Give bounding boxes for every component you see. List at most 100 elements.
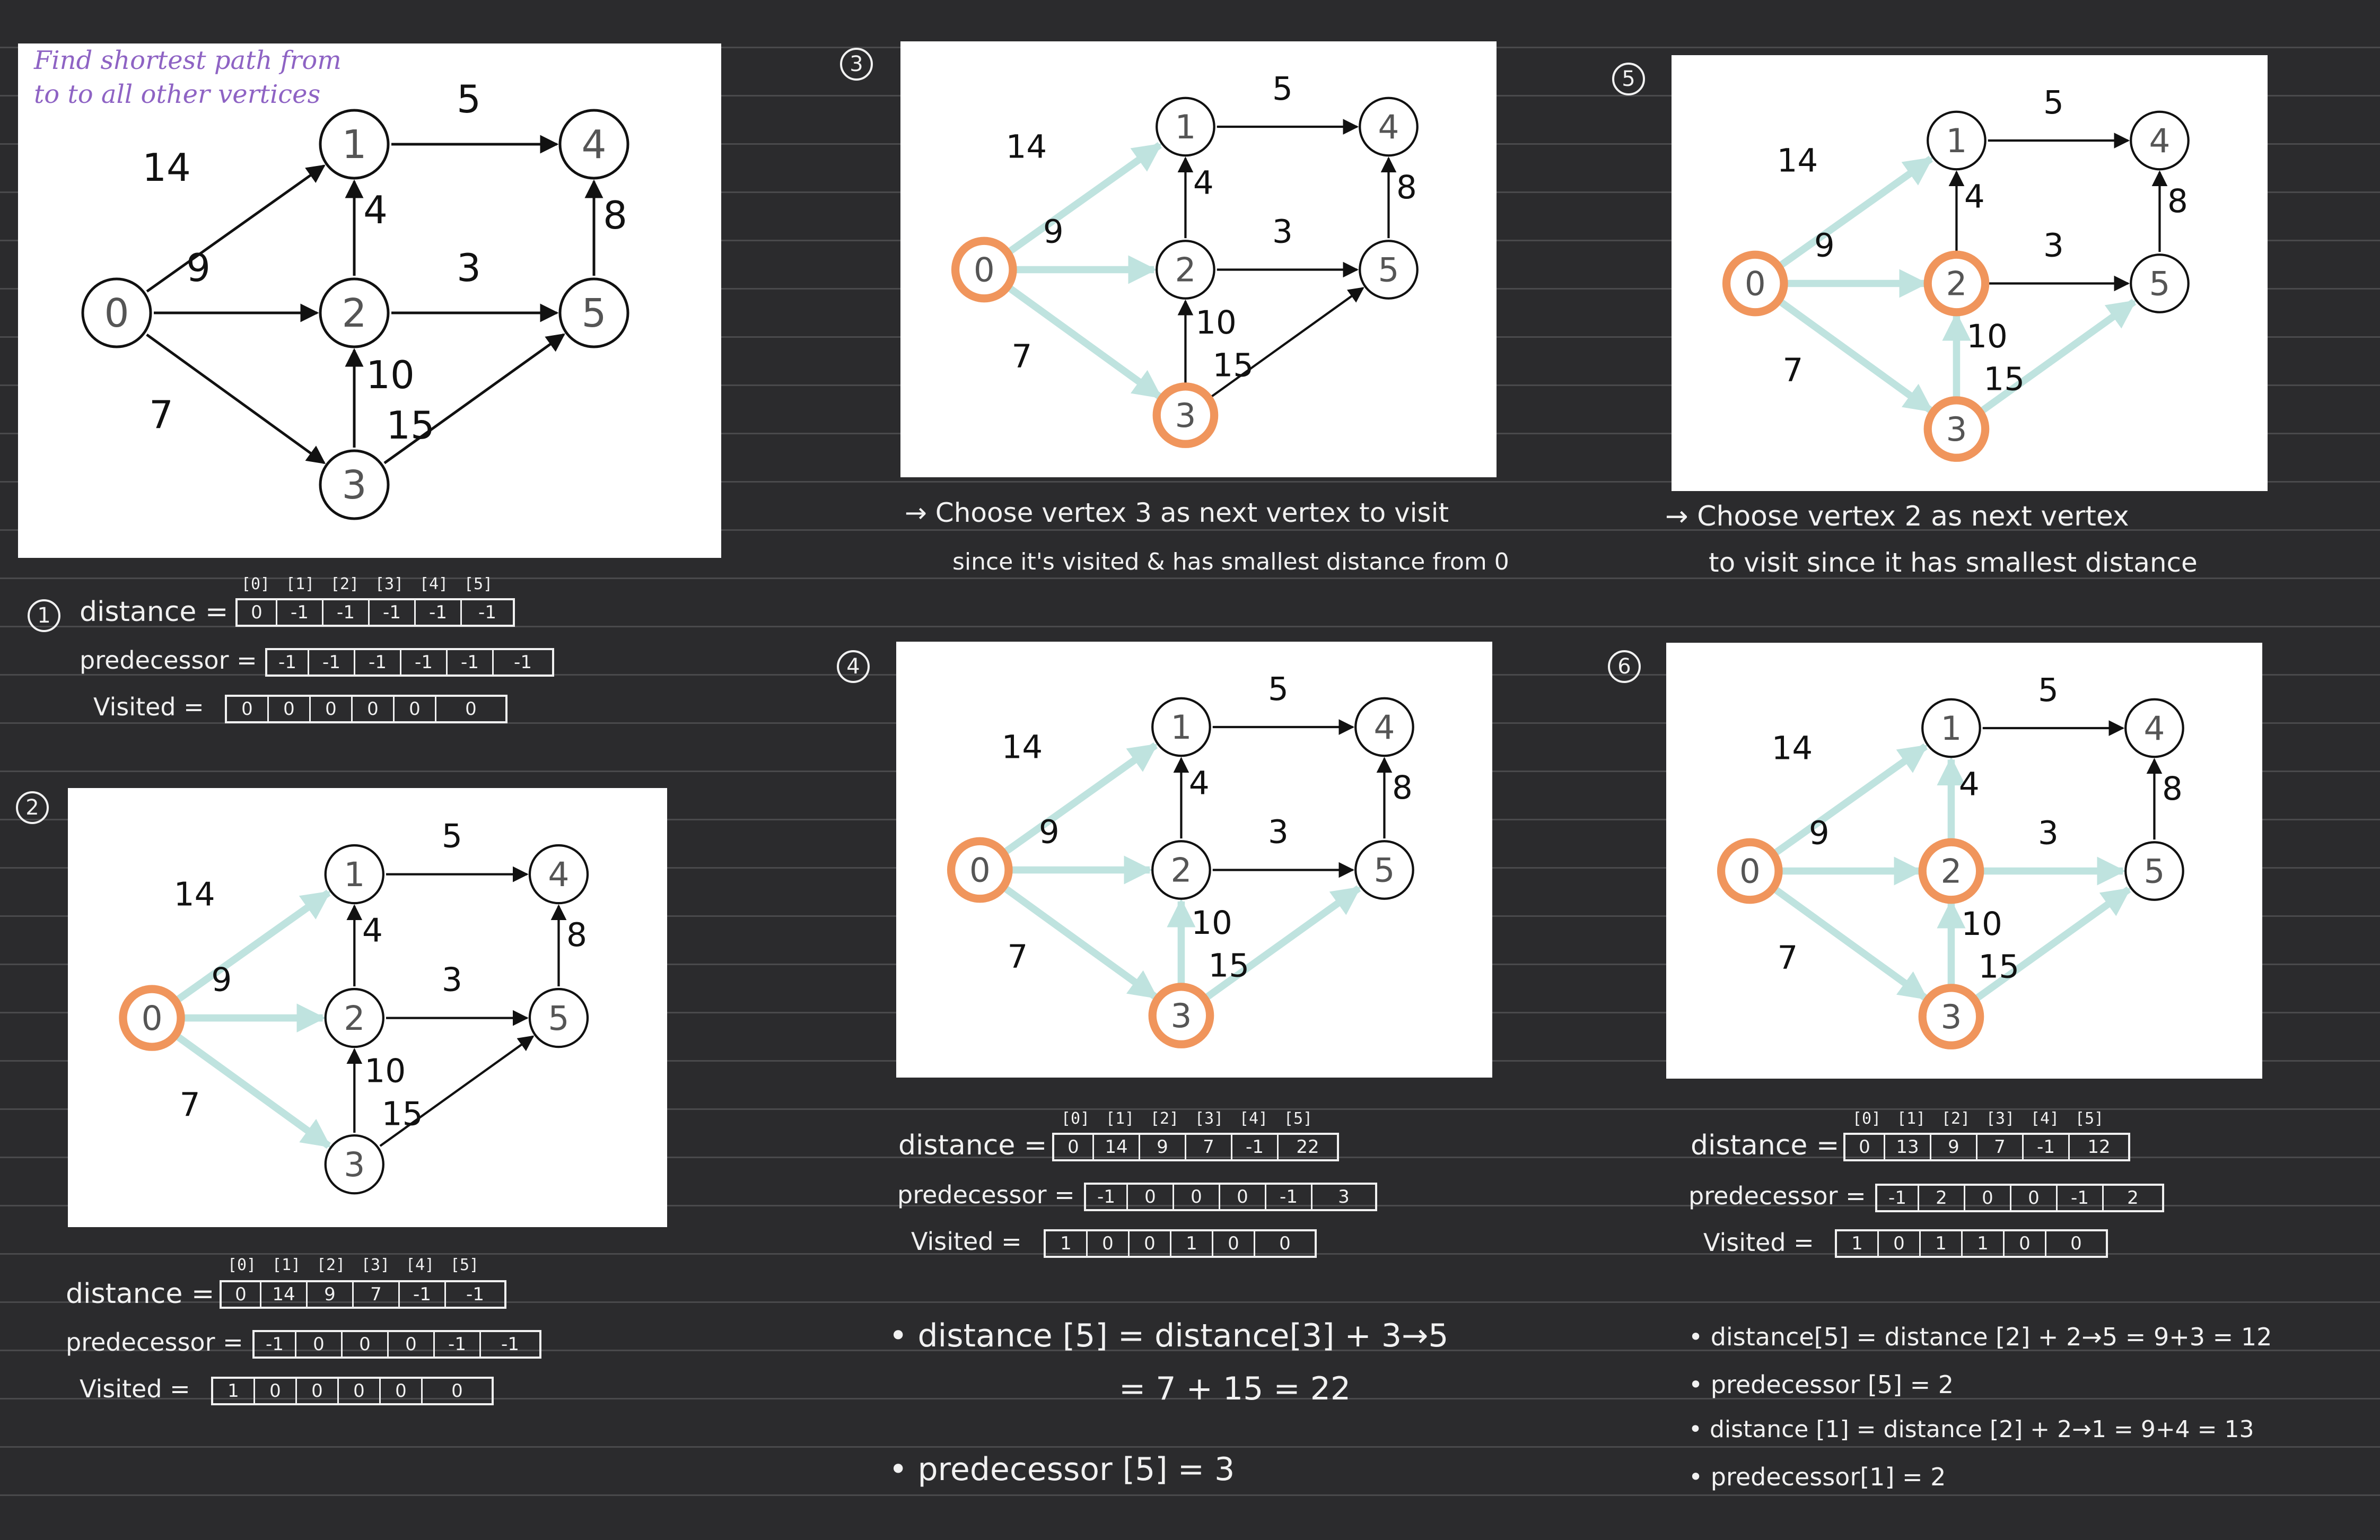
vertex-label-3: 3 — [344, 1145, 365, 1184]
vertex-1 — [1921, 698, 1981, 758]
array-cell: -1 — [400, 1282, 446, 1307]
vertex-0 — [119, 985, 185, 1051]
array-cell: -1 — [478, 602, 496, 623]
edge-weight-3-5: 15 — [1208, 947, 1249, 984]
vertex-label-0: 0 — [974, 251, 995, 290]
vertex-3 — [1923, 396, 1990, 462]
edge-weight-1-4: 5 — [442, 817, 462, 855]
index-label: [3] — [1194, 1109, 1224, 1128]
note-step-6-line-3: • distance [1] = distance [2] + 2→1 = 9+… — [1688, 1416, 2254, 1443]
vertex-label-1: 1 — [1170, 708, 1192, 747]
distance-array-6: 0 13 9 7 -1 12 — [1843, 1133, 2130, 1161]
vertex-label-1: 1 — [344, 855, 365, 894]
vertex-5 — [1354, 840, 1414, 900]
vertex-label-5: 5 — [1378, 251, 1399, 290]
vertex-2 — [1918, 838, 1984, 904]
array-cell: 0 — [1213, 1231, 1255, 1256]
array-cell: 14 — [1094, 1135, 1140, 1159]
index-label: [5] — [450, 1256, 479, 1274]
edge-weight-0-1: 14 — [1002, 728, 1043, 766]
predecessor-label-1: predecessor = — [80, 646, 257, 675]
edge-weight-0-2: 9 — [1039, 813, 1060, 851]
step-number-3: 3 — [840, 48, 873, 81]
edge-0-1 — [1003, 742, 1158, 855]
edge-weight-0-2: 9 — [1043, 213, 1064, 251]
vertex-4 — [528, 844, 589, 905]
array-cell: 0 — [451, 1380, 463, 1402]
vertex-1 — [1151, 697, 1211, 757]
index-label: [5] — [2075, 1109, 2104, 1128]
array-cell: 2 — [2127, 1187, 2139, 1209]
visited-array-6: 1 0 1 1 0 0 — [1835, 1229, 2108, 1258]
array-cell: 0 — [389, 1332, 435, 1357]
edge-0-1 — [1773, 743, 1928, 856]
index-label: [0] — [1061, 1109, 1090, 1128]
array-cell: 1 — [1921, 1231, 1963, 1256]
index-label: [4] — [1239, 1109, 1268, 1128]
vertex-label-1: 1 — [1175, 108, 1196, 146]
vertex-5 — [2130, 253, 2190, 313]
vertex-1 — [319, 109, 390, 180]
array-cell: 0 — [1879, 1231, 1921, 1256]
array-cell: 0 — [381, 1379, 423, 1403]
array-cell: 14 — [261, 1282, 308, 1307]
array-cell: 0 — [1128, 1185, 1174, 1209]
edge-3-5 — [383, 333, 565, 465]
vertex-0 — [1717, 838, 1783, 904]
edge-weight-2-1: 4 — [1959, 765, 1980, 803]
distance-array-1: 0 -1 -1 -1 -1 -1 — [235, 598, 515, 627]
array-cell: -1 — [323, 600, 370, 625]
array-cell: 0 — [1845, 1135, 1885, 1159]
vertex-label-1: 1 — [1940, 709, 1962, 748]
note-step-6-line-1: • distance[5] = distance [2] + 2→5 = 9+3… — [1688, 1323, 2272, 1351]
distance-label-4: distance = — [898, 1130, 1047, 1161]
visited-array-1: 0 0 0 0 0 0 — [225, 695, 508, 723]
array-cell: 1 — [1171, 1231, 1213, 1256]
predecessor-label-2: predecessor = — [66, 1328, 243, 1357]
index-row-2: [0] [1] [2] [3] [4] [5] — [220, 1256, 487, 1274]
intro-line-1: Find shortest path from — [34, 46, 342, 75]
edge-3-5 — [1974, 886, 2131, 1002]
array-cell: -1 — [1086, 1185, 1128, 1209]
step-number-5: 5 — [1612, 63, 1645, 95]
edge-weight-3-5: 15 — [382, 1096, 423, 1133]
vertex-label-3: 3 — [1946, 410, 1967, 449]
distance-array-2: 0 14 9 7 -1 -1 — [220, 1280, 506, 1309]
array-cell: 0 — [1088, 1231, 1130, 1256]
array-cell: 0 — [1174, 1185, 1220, 1209]
vertex-label-2: 2 — [1170, 851, 1192, 890]
array-cell: 3 — [1338, 1186, 1350, 1208]
array-cell: -1 — [309, 650, 355, 675]
array-cell: 0 — [296, 1332, 343, 1357]
edge-weight-0-3: 7 — [1008, 938, 1028, 975]
index-label: [2] — [316, 1256, 346, 1274]
array-cell: -1 — [1232, 1135, 1279, 1159]
vertex-label-4: 4 — [2149, 121, 2171, 160]
vertex-0 — [951, 237, 1017, 303]
vertex-label-0: 0 — [1739, 852, 1761, 891]
predecessor-array-4: -1 0 0 0 -1 3 — [1084, 1183, 1377, 1211]
vertex-4 — [2130, 110, 2190, 171]
vertex-2 — [319, 277, 390, 348]
vertex-3 — [1152, 382, 1219, 448]
array-cell: -1 — [416, 600, 462, 625]
edge-0-1 — [146, 164, 326, 293]
step-number-4: 4 — [837, 650, 870, 683]
array-cell: 0 — [222, 1282, 261, 1307]
array-cell: 13 — [1885, 1135, 1931, 1159]
vertex-label-4: 4 — [548, 855, 569, 894]
edge-weight-2-5: 3 — [2043, 227, 2064, 265]
array-cell: 0 — [2011, 1186, 2058, 1210]
vertex-label-3: 3 — [1170, 996, 1192, 1035]
array-cell: -1 — [267, 650, 309, 675]
index-label: [3] — [1985, 1109, 2015, 1128]
array-cell: 7 — [1186, 1135, 1232, 1159]
step-number-6: 6 — [1608, 650, 1641, 683]
edge-weight-3-5: 15 — [386, 403, 435, 448]
array-cell: 22 — [1296, 1136, 1319, 1158]
array-cell: 7 — [1978, 1135, 2024, 1159]
array-cell: 1 — [213, 1379, 255, 1403]
array-cell: 9 — [1931, 1135, 1978, 1159]
